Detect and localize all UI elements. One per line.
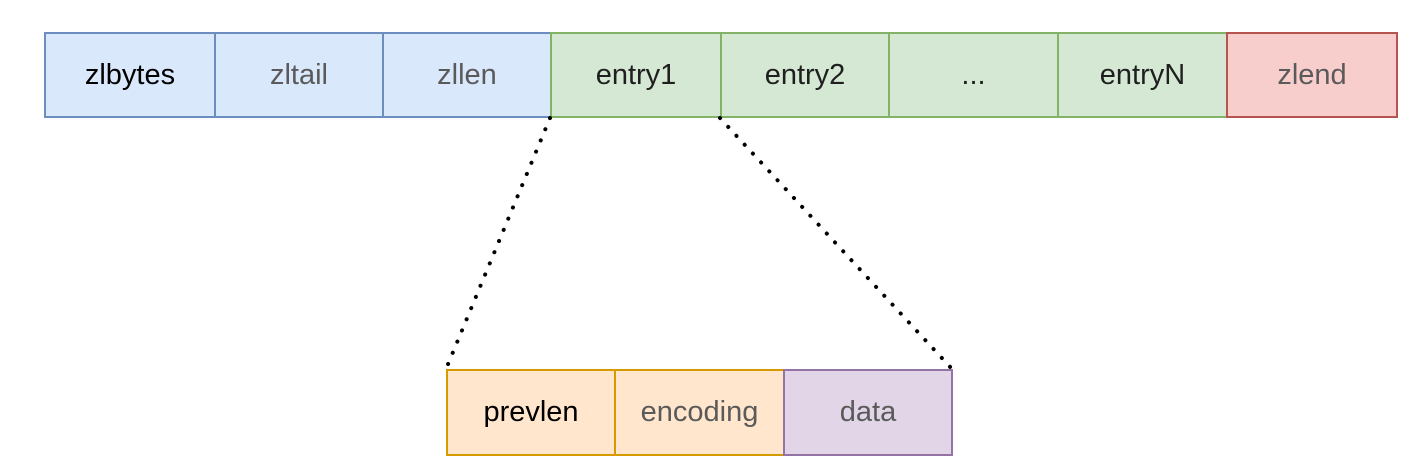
zlend-label: zlend bbox=[1277, 58, 1347, 91]
entryN-label: entryN bbox=[1099, 58, 1186, 91]
zllen-field: zllen bbox=[382, 32, 552, 118]
entry2-label: entry2 bbox=[764, 58, 846, 91]
ellipsis-field: ... bbox=[888, 32, 1059, 118]
zltail-label: zltail bbox=[269, 58, 328, 91]
prevlen-label: prevlen bbox=[483, 396, 579, 428]
entryN-field: entryN bbox=[1057, 32, 1228, 118]
data-field: data bbox=[783, 369, 953, 456]
encoding-label: encoding bbox=[640, 396, 759, 428]
prevlen-field: prevlen bbox=[446, 369, 616, 456]
entry1-label: entry1 bbox=[595, 58, 677, 91]
entry2-field: entry2 bbox=[720, 32, 890, 118]
right-dotted-connector bbox=[718, 116, 954, 371]
zlbytes-field: zlbytes bbox=[44, 32, 216, 118]
zllen-label: zllen bbox=[437, 58, 497, 91]
entry1-field: entry1 bbox=[550, 32, 722, 118]
left-dotted-connector bbox=[444, 116, 552, 371]
data-label: data bbox=[839, 396, 897, 428]
ellipsis-label: ... bbox=[961, 58, 986, 91]
zlend-field: zlend bbox=[1226, 32, 1398, 118]
zlbytes-label: zlbytes bbox=[84, 58, 176, 91]
encoding-field: encoding bbox=[614, 369, 785, 456]
zltail-field: zltail bbox=[214, 32, 384, 118]
